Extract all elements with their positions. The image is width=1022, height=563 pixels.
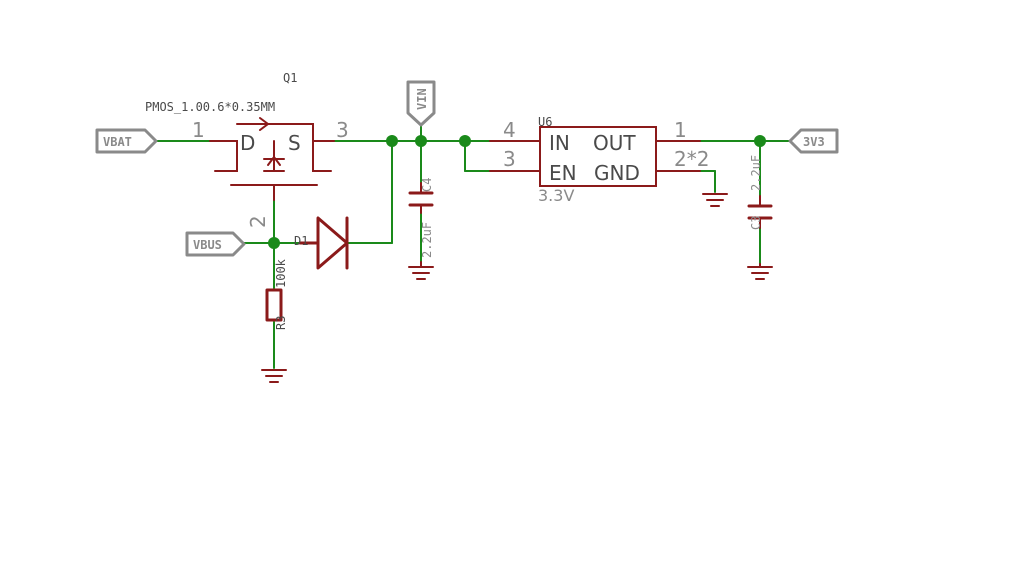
c3-capacitor-symbol[interactable] — [747, 195, 773, 229]
ground-symbol-c3 — [747, 263, 773, 280]
port-3v3[interactable]: 3V3 — [788, 128, 839, 154]
u6-out-label: OUT — [593, 131, 636, 155]
port-vbat[interactable]: VBAT — [95, 128, 158, 154]
u6-pin-out: 1 — [674, 118, 687, 142]
d1-ref: D1 — [294, 234, 308, 248]
u6-value: 3.3V — [538, 186, 574, 205]
c4-value: 2.2uF — [420, 222, 434, 258]
junction-dot — [754, 135, 766, 147]
c4-ref: C4 — [420, 178, 434, 192]
r3-resistor-symbol[interactable] — [265, 288, 283, 322]
q1-pin1: 1 — [192, 118, 205, 142]
ground-symbol-r3 — [261, 369, 287, 383]
c3-ref: C3 — [749, 216, 763, 230]
q1-pmos-symbol[interactable] — [209, 117, 335, 201]
junction-dot — [459, 135, 471, 147]
r3-ref: R3 — [274, 316, 288, 330]
q1-ref: Q1 — [283, 71, 297, 85]
junctions — [268, 135, 766, 249]
u6-pin-gnd: 2*2 — [674, 147, 709, 171]
q1-pin2: 2 — [246, 215, 270, 228]
q1-drain-label: D — [240, 131, 255, 155]
d1-diode-symbol[interactable] — [298, 216, 349, 270]
u6-in-label: IN — [549, 131, 570, 155]
u6-pin-en: 3 — [503, 147, 516, 171]
junction-dot — [415, 135, 427, 147]
port-3v3-label: 3V3 — [803, 135, 825, 149]
junction-dot — [268, 237, 280, 249]
c3-value: 2.2uF — [749, 155, 763, 191]
u6-en-label: EN — [549, 161, 577, 185]
wires — [156, 124, 791, 369]
q1-value: PMOS_1.00.6*0.35MM — [145, 100, 275, 114]
port-vbus[interactable]: VBUS — [185, 231, 246, 257]
port-vin-label: VIN — [415, 88, 429, 110]
junction-dot — [386, 135, 398, 147]
ground-symbol-c4 — [408, 261, 434, 280]
c4-capacitor-symbol[interactable] — [408, 182, 434, 214]
u6-ref: U6 — [538, 115, 552, 129]
port-vbus-label: VBUS — [193, 238, 222, 252]
port-vbat-label: VBAT — [103, 135, 132, 149]
r3-value: 100k — [274, 258, 288, 288]
u6-pin-in: 4 — [503, 118, 516, 142]
u6-gnd-label: GND — [594, 161, 640, 185]
q1-pin3: 3 — [336, 118, 349, 142]
u6-regulator-symbol[interactable] — [489, 126, 701, 187]
q1-source-label: S — [288, 131, 301, 155]
ground-symbol-u6 — [702, 193, 728, 207]
port-vin[interactable]: VIN — [406, 80, 436, 127]
